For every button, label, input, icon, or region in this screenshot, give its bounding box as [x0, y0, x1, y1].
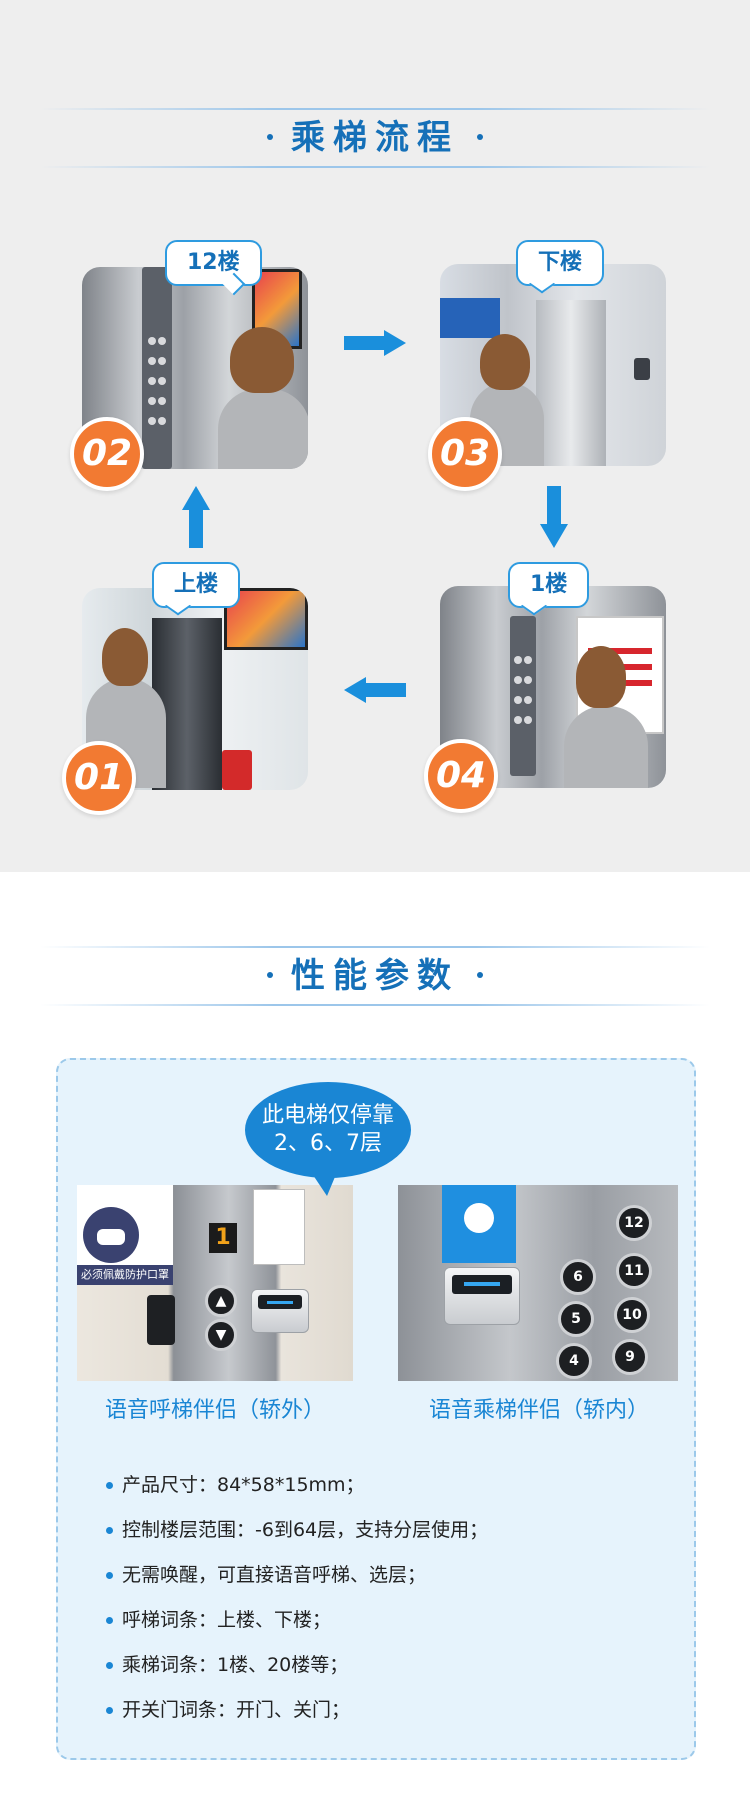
spec-item: 乘梯词条：1楼、20楼等； — [106, 1650, 686, 1695]
car-button-11: 11 — [616, 1253, 652, 1289]
car-button-6: 6 — [560, 1259, 596, 1295]
floor-bubble-up: 上楼 — [152, 562, 241, 608]
floor-bubble-12: 12楼 — [165, 240, 262, 286]
step-badge-01: 01 — [62, 741, 136, 815]
mask-icon — [83, 1207, 139, 1263]
section-title-params: 性能参数 — [0, 940, 750, 1010]
spec-item: 呼梯词条：上楼、下楼； — [106, 1605, 686, 1650]
spec-item: 控制楼层范围：-6到64层，支持分层使用； — [106, 1515, 686, 1560]
arrow-down-icon — [540, 486, 568, 548]
spec-item: 产品尺寸：84*58*15mm； — [106, 1470, 686, 1515]
inside-device-photo: 12 6 11 5 10 4 9 — [398, 1185, 678, 1381]
info-screen — [442, 1185, 516, 1263]
arrow-right-icon — [344, 330, 406, 356]
floor-bubble-1: 1楼 — [508, 562, 590, 608]
title-dot — [477, 971, 483, 978]
car-button-9: 9 — [612, 1339, 648, 1375]
microphone-icon — [452, 1274, 512, 1294]
up-call-button: ▲ — [205, 1285, 237, 1317]
wall-screen — [440, 298, 500, 338]
elevator-flow-section: 乘梯流程 12楼 02 下楼 03 — [0, 0, 750, 872]
call-device — [634, 358, 650, 380]
step-badge-04: 04 — [424, 739, 498, 813]
down-call-button: ▼ — [205, 1319, 237, 1351]
title-dot — [267, 133, 273, 140]
arrow-up-icon — [182, 486, 210, 548]
flow-title: 乘梯流程 — [291, 118, 459, 158]
ad-screen — [224, 588, 308, 650]
section-title-flow: 乘梯流程 — [0, 102, 750, 172]
caption-inside: 语音乘梯伴侣（轿内） — [428, 1398, 649, 1423]
voice-call-device-outside — [251, 1289, 309, 1333]
button-panel — [510, 616, 536, 776]
elevator-door — [536, 300, 606, 466]
step-badge-02: 02 — [70, 417, 144, 491]
caption-outside: 语音呼梯伴侣（轿外） — [104, 1398, 325, 1423]
mask-sign-text: 必须佩戴防护口罩 — [77, 1265, 173, 1285]
floor-bubble-down: 下楼 — [516, 240, 605, 286]
fire-box — [222, 750, 252, 790]
spec-item: 开关门词条：开门、关门； — [106, 1695, 686, 1740]
params-title: 性能参数 — [291, 956, 459, 996]
params-card — [56, 1058, 696, 1760]
voice-ride-device-inside — [444, 1267, 520, 1325]
card-reader — [147, 1295, 175, 1345]
car-button-5: 5 — [558, 1301, 594, 1337]
title-dot — [267, 971, 273, 978]
button-panel — [142, 267, 172, 469]
outside-device-photo: 必须佩戴防护口罩 1 ▲ ▼ — [77, 1185, 353, 1381]
step-badge-03: 03 — [428, 417, 502, 491]
car-button-4: 4 — [556, 1343, 592, 1379]
title-dot — [477, 133, 483, 140]
spec-item: 无需唤醒，可直接语音呼梯、选层； — [106, 1560, 686, 1605]
car-button-12: 12 — [616, 1205, 652, 1241]
floor-indicator: 1 — [209, 1223, 237, 1253]
floor-limit-speech: 此电梯仅停靠 2、6、7层 — [245, 1082, 411, 1196]
floor-notice — [253, 1189, 305, 1265]
microphone-icon — [464, 1203, 494, 1233]
spec-list: 产品尺寸：84*58*15mm； 控制楼层范围：-6到64层，支持分层使用； 无… — [106, 1470, 686, 1740]
car-button-10: 10 — [614, 1297, 650, 1333]
arrow-left-icon — [344, 677, 406, 703]
microphone-icon — [257, 1295, 303, 1310]
